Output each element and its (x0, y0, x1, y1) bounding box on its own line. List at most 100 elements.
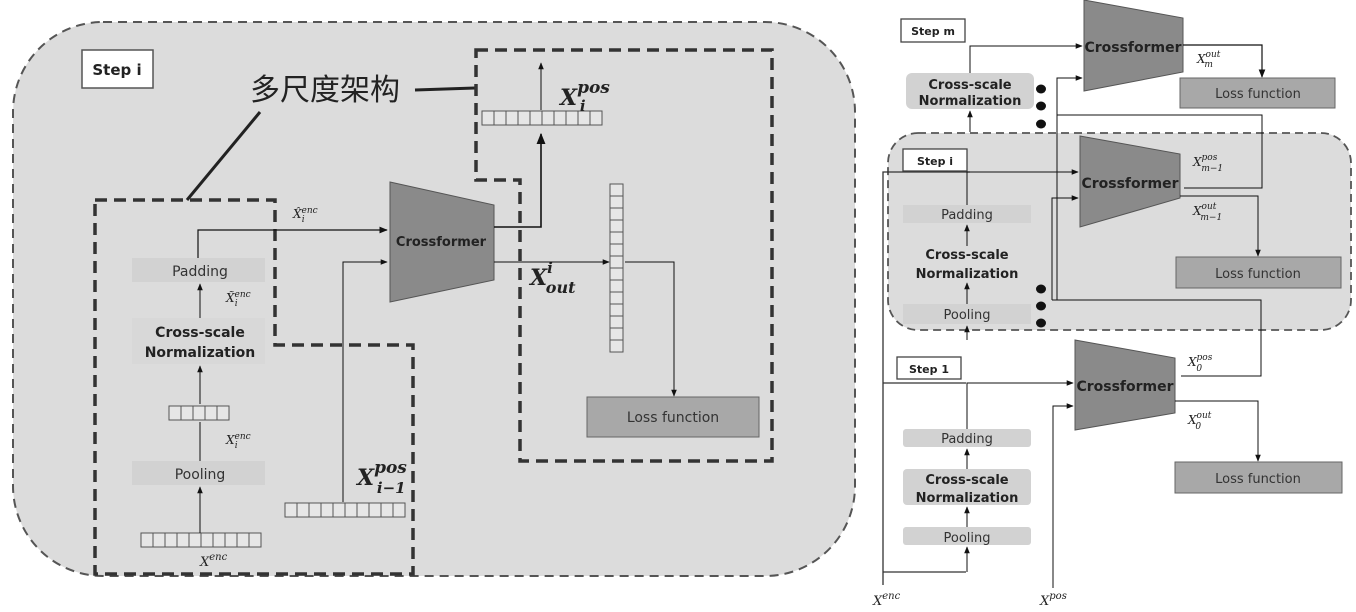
x-out-vector (609, 183, 624, 353)
step-i-loss-block (1175, 256, 1342, 289)
step-i-arrow-to-loss (1180, 195, 1261, 257)
step-i-crossformer-label: Crossformer (1081, 176, 1178, 192)
step-1-cross-scale-1: Cross-scale (925, 473, 1008, 488)
left-panel: Step i 多尺度架构 Padding Cross-scale Normali… (12, 21, 856, 577)
token-cell (529, 110, 543, 126)
arrow-pos-prev-to-crossformer (342, 259, 388, 502)
pooled-vector (168, 405, 230, 421)
token-cell (332, 502, 346, 518)
step-m-arrow-pos-to-crossformer (1056, 75, 1083, 300)
step-m-arrow-norm-to-crossformer (969, 43, 1083, 73)
step-1-arrow-pos-to-crossformer (1052, 403, 1074, 588)
token-cell (176, 532, 190, 548)
step-m-loss-block (1179, 77, 1336, 109)
token-cell (380, 502, 394, 518)
step-1-arrow-pad-to-crossformer (966, 380, 1074, 429)
token-cell (212, 532, 226, 548)
step-i-label-box-right (902, 148, 968, 172)
annotation-leader-right (414, 86, 476, 92)
ellipsis-dot (1036, 318, 1046, 328)
token-cell (356, 502, 370, 518)
x-pos-prev-vector (284, 502, 406, 518)
token-cell (565, 110, 579, 126)
token-cell (609, 291, 624, 305)
token-cell (505, 110, 519, 126)
step-i-label-right: Step i (917, 155, 953, 168)
token-cell (517, 110, 531, 126)
token-cell (609, 315, 624, 329)
step-1-pooling-block (903, 527, 1031, 545)
token-cell (609, 207, 624, 221)
token-cell (481, 110, 495, 126)
token-cell (368, 502, 382, 518)
token-cell (180, 405, 194, 421)
token-cell (609, 219, 624, 233)
token-cell (609, 327, 624, 341)
x-pos-input-label: Xpos (1039, 591, 1067, 609)
token-cell (204, 405, 218, 421)
step-i-crossformer (1079, 135, 1181, 228)
token-cell (609, 303, 624, 317)
token-cell (248, 532, 262, 548)
step-1-loss-label: Loss function (1215, 472, 1301, 487)
x-enc-input-label: Xenc (872, 591, 901, 609)
token-cell (236, 532, 250, 548)
token-cell (609, 267, 624, 281)
token-cell (192, 405, 206, 421)
multiscale-annotation: 多尺度架构 (250, 73, 400, 108)
step-1-label-box (896, 356, 962, 380)
step-1-cross-scale-2: Normalization (916, 491, 1019, 506)
token-cell (609, 231, 624, 245)
step-i-container (12, 21, 856, 577)
crossformer-block (389, 181, 495, 303)
token-cell (344, 502, 358, 518)
step-label: Step i (92, 61, 141, 79)
step-label-box (81, 49, 154, 89)
step-1-padding-label: Padding (941, 432, 993, 447)
padding-label: Padding (172, 264, 228, 280)
step-i-padding-label: Padding (941, 208, 993, 223)
step-i-pooling-label: Pooling (944, 308, 991, 323)
step-i-arrow-pad-to-crossformer (966, 169, 1079, 205)
token-cell (493, 110, 507, 126)
multiscale-region-left (93, 198, 415, 576)
token-cell (589, 110, 603, 126)
token-cell (320, 502, 334, 518)
token-cell (541, 110, 555, 126)
x-enc-trunk-line (882, 171, 970, 585)
token-cell (609, 279, 624, 293)
token-cell (188, 532, 202, 548)
step-1-crossformer-label: Crossformer (1076, 379, 1173, 395)
x-pos-vector (481, 110, 603, 126)
token-cell (553, 110, 567, 126)
ellipsis-dot (1036, 301, 1046, 311)
token-cell (308, 502, 322, 518)
crossformer-label: Crossformer (396, 235, 487, 250)
step-1-crossformer (1074, 339, 1176, 431)
token-cell (164, 532, 178, 548)
step-1-loss-block (1174, 461, 1343, 494)
step-1-padding-block (903, 429, 1031, 447)
step-m-cross-scale-2: Normalization (919, 94, 1022, 109)
token-cell (609, 339, 624, 353)
arrow-crossformer-to-pos (494, 132, 546, 228)
token-cell (609, 183, 624, 197)
step-i-feedback-line (1052, 299, 1262, 377)
step-m-cross-scale-block (906, 73, 1034, 109)
step-i-cross-scale-1: Cross-scale (925, 248, 1008, 263)
ellipsis-dot (1036, 84, 1046, 94)
step-m-label-box (900, 18, 966, 43)
cross-scale-label-2: Normalization (145, 345, 256, 361)
pooling-label: Pooling (175, 467, 226, 483)
token-cell (284, 502, 298, 518)
step-1-pooling-label: Pooling (944, 531, 991, 546)
step-m-feedback-line (1057, 114, 1263, 189)
annotation-leader-left (185, 111, 262, 201)
